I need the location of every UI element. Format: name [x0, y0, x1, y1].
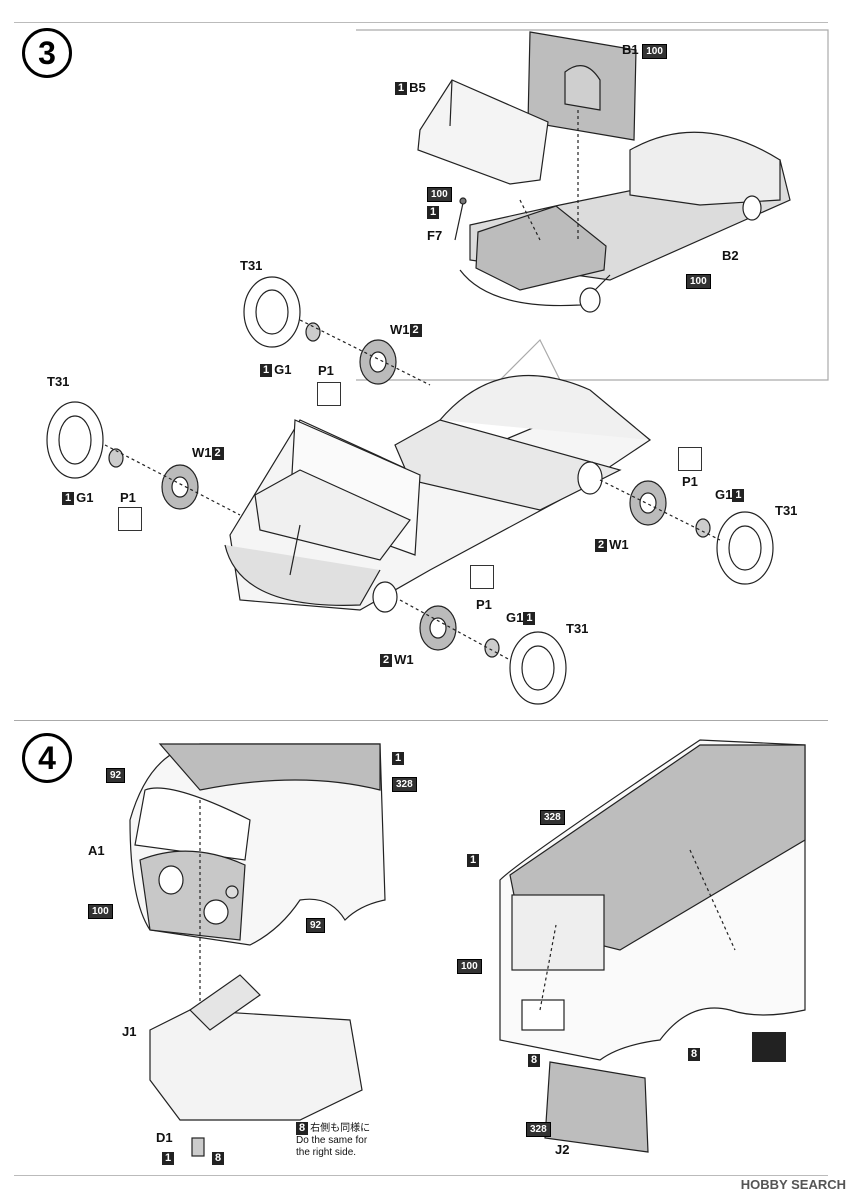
part-label-t31-c: T31	[775, 503, 798, 518]
part-label-p1-b: P1	[120, 490, 136, 505]
part-code-92-a: 92	[106, 766, 126, 783]
part-num-1-a: 1	[392, 750, 406, 766]
part-label-t31-d: T31	[566, 621, 589, 636]
rear-window-j2	[544, 1061, 649, 1153]
tire-t31-c	[716, 511, 774, 585]
part-code-328-b: 328	[540, 808, 565, 825]
part-code-328-c: 328	[526, 1120, 551, 1137]
part-code-92-b: 92	[306, 916, 326, 933]
part-label-p1-d: P1	[476, 597, 492, 612]
watermark: HOBBY SEARCH	[740, 1177, 846, 1192]
step-number-3: 3	[22, 28, 72, 78]
step-number-4: 4	[22, 733, 72, 783]
part-label-a1: A1	[88, 843, 105, 858]
part-code-d1: 8	[212, 1150, 226, 1166]
part-num-f7: 1	[427, 204, 441, 220]
part-num-1-b: 1	[467, 852, 481, 868]
part-num-d1: 1	[162, 1150, 176, 1166]
part-label-p1-c: P1	[682, 474, 698, 489]
part-label-b1: B1 100	[622, 42, 667, 59]
part-label-t31-a: T31	[240, 258, 263, 273]
part-code-b2: 100	[686, 272, 711, 289]
no-glue-icon	[118, 507, 142, 531]
no-glue-icon	[678, 447, 702, 471]
part-label-j2: J2	[555, 1142, 570, 1157]
front-bumper-j1	[149, 1009, 363, 1121]
no-glue-icon	[470, 565, 494, 589]
part-code-8-b: 8	[688, 1046, 702, 1062]
part-label-j1: J1	[122, 1024, 137, 1039]
part-label-p1-a: P1	[318, 363, 334, 378]
part-code-8-a: 8	[528, 1052, 542, 1068]
part-label-f7: F7	[427, 228, 443, 243]
part-label-d1: D1	[156, 1130, 173, 1145]
part-code-100-a: 100	[88, 902, 113, 919]
part-code-100-b: 100	[457, 957, 482, 974]
part-code-328-a: 328	[392, 775, 417, 792]
tire-t31-b	[46, 401, 104, 479]
tire-t31-d	[509, 631, 567, 705]
paint-icon	[752, 1032, 786, 1062]
part-label-b2: B2	[722, 248, 739, 263]
part-label-t31-b: T31	[47, 374, 70, 389]
part-code-f7: 100	[427, 185, 452, 202]
no-glue-icon	[317, 382, 341, 406]
step-divider	[14, 720, 828, 721]
tire-t31-a	[243, 276, 301, 348]
page-frame	[14, 22, 828, 1176]
